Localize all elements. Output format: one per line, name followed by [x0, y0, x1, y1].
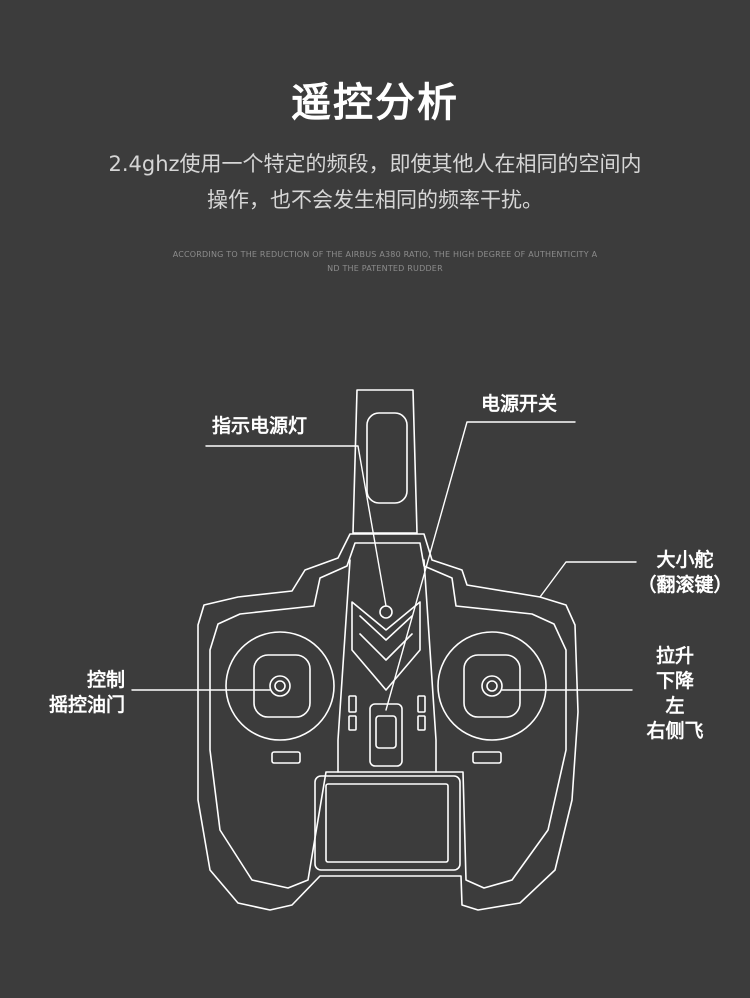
label-right-stick-line-1: 拉升 [655, 645, 694, 667]
screen-frame [314, 775, 461, 871]
subtitle-line-1: 2.4ghz使用一个特定的频段，即使其他人在相同的空间内 [108, 152, 642, 176]
caption-line-1: ACCORDING TO THE REDUCTION OF THE AIRBUS… [172, 250, 598, 259]
label-right-stick-line-2: 下降 [655, 670, 694, 692]
right-stick-ring [437, 631, 547, 741]
antenna-slot [366, 412, 408, 504]
leader-rudder [539, 561, 637, 598]
left-stick-base [253, 654, 311, 718]
leader-power-switch [385, 421, 576, 711]
trim-right-bottom [417, 715, 426, 731]
label-indicator-light-text: 指示电源灯 [212, 415, 308, 437]
label-indicator-light: 指示电源灯 [212, 414, 307, 439]
remote-body-outer [197, 533, 579, 911]
label-power-switch-text: 电源开关 [481, 393, 558, 415]
right-stick-base [463, 654, 521, 718]
label-right-stick-line-4: 右侧飞 [646, 720, 704, 742]
antenna [352, 389, 418, 534]
label-right-stick: 拉升 下降 左 右侧飞 [630, 644, 720, 744]
right-clip [472, 751, 502, 764]
power-switch-knob [375, 715, 397, 749]
left-clip [271, 751, 301, 764]
label-throttle: 控制 摇控油门 [20, 668, 125, 718]
label-throttle-line-1: 控制 [86, 669, 125, 691]
leader-indicator-light [205, 445, 387, 607]
left-stick-ring [225, 631, 335, 741]
power-indicator-light [379, 605, 393, 619]
remote-body-inner [209, 542, 567, 889]
label-rudder-line-2: （翻滚键） [637, 574, 733, 596]
caption-line-2: ND THE PATENTED RUDDER [327, 264, 443, 273]
left-stick-knob [269, 675, 291, 697]
label-throttle-line-2: 摇控油门 [48, 694, 125, 716]
label-rudder-line-1: 大小舵 [656, 549, 714, 571]
label-right-stick-line-3: 左 [665, 695, 685, 717]
trim-right-top [417, 695, 426, 713]
trim-left-top [348, 695, 357, 713]
subtitle-line-2: 操作，也不会发生相同的频率干扰。 [207, 188, 543, 212]
center-column [337, 559, 437, 773]
label-power-switch: 电源开关 [481, 392, 557, 417]
right-stick-knob [481, 675, 503, 697]
page-title: 遥控分析 [291, 80, 459, 126]
english-caption: ACCORDING TO THE REDUCTION OF THE AIRBUS… [150, 248, 620, 276]
label-rudder: 大小舵 （翻滚键） [620, 548, 750, 598]
left-stick-knob-inner [274, 680, 286, 692]
power-switch [369, 703, 403, 767]
subtitle: 2.4ghz使用一个特定的频段，即使其他人在相同的空间内 操作，也不会发生相同的… [60, 146, 690, 218]
screen [325, 783, 449, 863]
trim-left-bottom [348, 715, 357, 731]
chevron-emblem [351, 601, 421, 691]
chevron-inner [359, 615, 413, 661]
right-stick-knob-inner [486, 680, 498, 692]
